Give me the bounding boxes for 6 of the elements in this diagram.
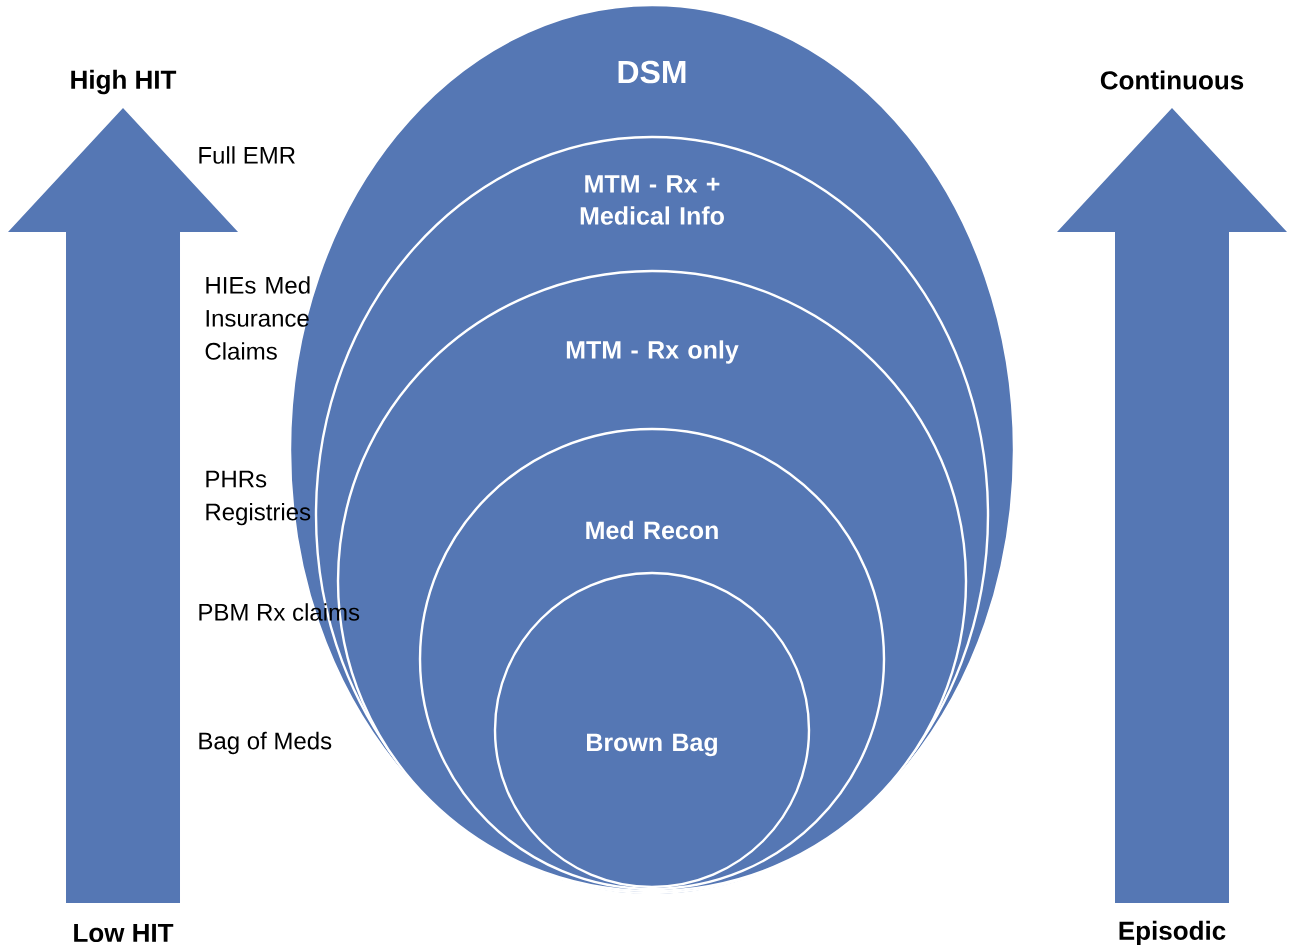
node-label: Episodic — [1119, 920, 1226, 946]
side-label: Bag of Meds — [199, 731, 332, 755]
node-label: Continuous — [1100, 70, 1244, 90]
side-label: Full EMR — [199, 146, 295, 164]
node-label: Low HIT — [74, 923, 174, 943]
node-label: High HIT — [71, 69, 177, 95]
